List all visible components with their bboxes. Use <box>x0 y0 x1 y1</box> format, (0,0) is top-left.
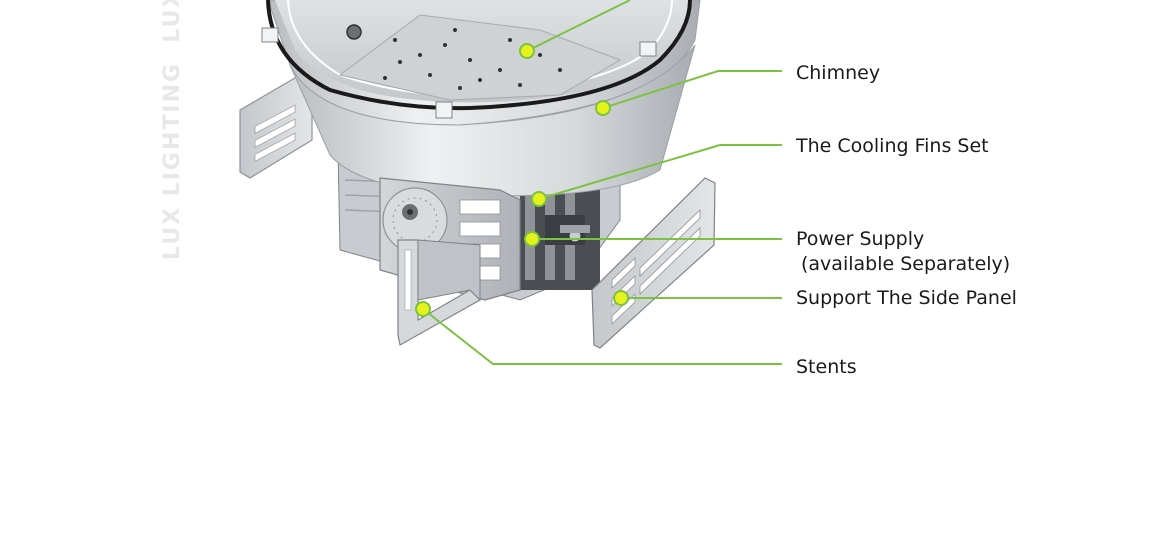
leader-line-stents <box>422 308 782 365</box>
label-power-supply-sub: (available Separately) <box>801 253 1011 275</box>
label-chimney-text: Chimney <box>796 62 881 84</box>
leader-lines <box>422 0 782 365</box>
leader-line-chimney <box>602 70 782 109</box>
chimney-shade <box>261 0 701 197</box>
stent-bracket <box>397 239 481 346</box>
power-supply-part <box>545 215 590 245</box>
label-power-supply: Power Supply (available Separately) <box>796 227 1010 277</box>
marker-side-panel <box>613 290 629 306</box>
marker-power-supply <box>524 231 540 247</box>
marker-stents <box>415 301 431 317</box>
label-stents: Stents <box>796 355 857 380</box>
marker-cooling-fins <box>531 191 547 207</box>
label-cooling-fins: The Cooling Fins Set <box>796 134 989 159</box>
left-side-panel <box>239 74 313 179</box>
leader-line-cooling-fins <box>538 144 782 200</box>
label-cooling-fins-text: The Cooling Fins Set <box>796 135 989 157</box>
label-side-panel: Support The Side Panel <box>796 286 1017 311</box>
label-power-supply-text: Power Supply <box>796 228 925 250</box>
label-chimney: Chimney <box>796 61 880 86</box>
marker-chimney <box>595 100 611 116</box>
leader-line-top <box>526 0 631 52</box>
label-side-panel-text: Support The Side Panel <box>796 287 1017 309</box>
callout-markers <box>415 43 629 317</box>
label-stents-text: Stents <box>796 356 857 378</box>
marker-top <box>519 43 535 59</box>
